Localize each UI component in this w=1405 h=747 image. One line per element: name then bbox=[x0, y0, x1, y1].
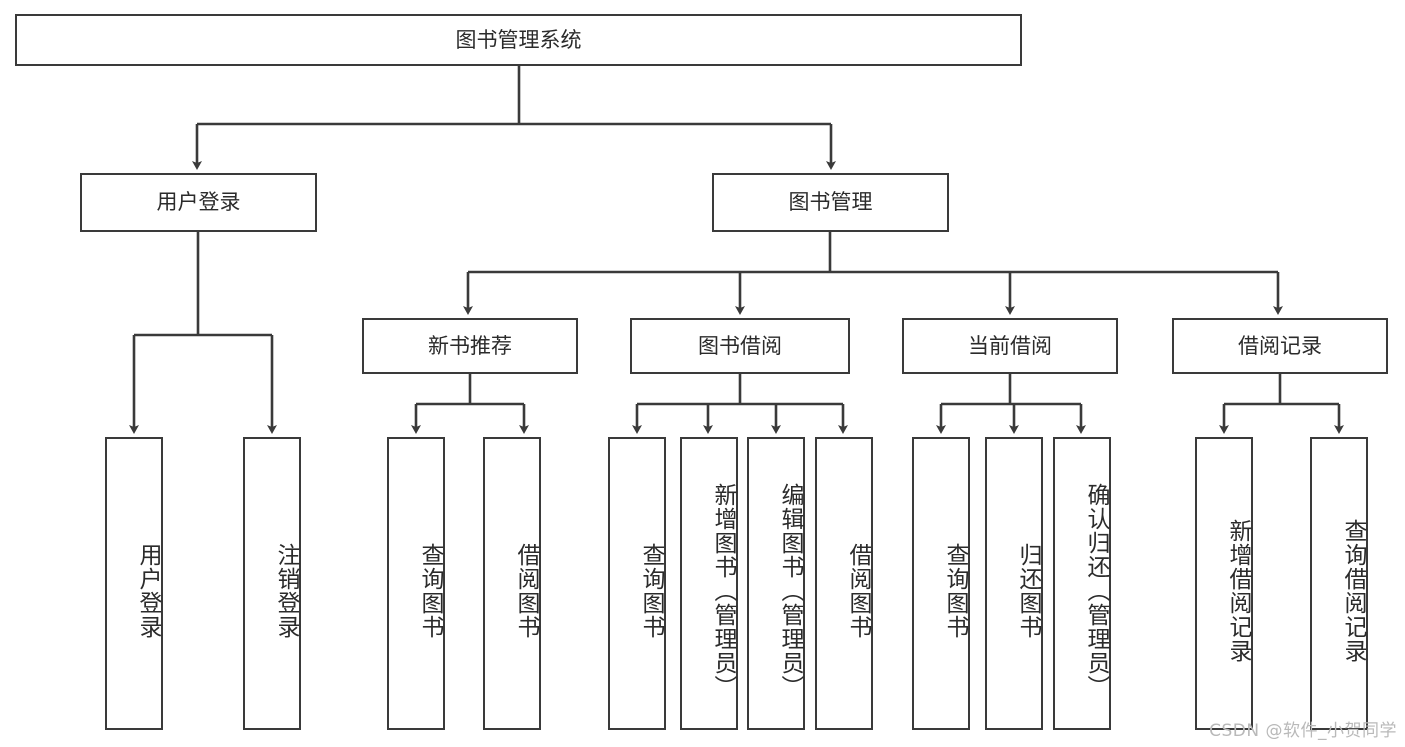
node-leaf-query-record-label: 查询借阅记录 bbox=[1340, 518, 1366, 663]
csdn-watermark: CSDN @软件_小贺同学 bbox=[1209, 721, 1397, 741]
node-book-manage-label: 图书管理 bbox=[788, 190, 873, 215]
node-leaf-query-book-3[interactable]: 查询图书 bbox=[912, 437, 970, 730]
node-book-borrow-label: 图书借阅 bbox=[698, 333, 782, 358]
node-new-book-recommend[interactable]: 新书推荐 bbox=[362, 318, 578, 374]
node-leaf-query-record[interactable]: 查询借阅记录 bbox=[1310, 437, 1368, 730]
node-book-manage[interactable]: 图书管理 bbox=[712, 173, 949, 232]
node-leaf-confirm-return-label: 确认归还（管理员） bbox=[1083, 482, 1109, 699]
node-borrow-record[interactable]: 借阅记录 bbox=[1172, 318, 1388, 374]
node-leaf-add-record-label: 新增借阅记录 bbox=[1225, 518, 1251, 663]
node-leaf-return-book[interactable]: 归还图书 bbox=[985, 437, 1043, 730]
node-leaf-add-record[interactable]: 新增借阅记录 bbox=[1195, 437, 1253, 730]
node-leaf-add-book-label: 新增图书（管理员） bbox=[710, 482, 736, 699]
node-book-borrow[interactable]: 图书借阅 bbox=[630, 318, 850, 374]
node-leaf-borrow-book-2-label: 借阅图书 bbox=[845, 542, 871, 639]
node-leaf-confirm-return[interactable]: 确认归还（管理员） bbox=[1053, 437, 1111, 730]
node-borrow-record-label: 借阅记录 bbox=[1238, 333, 1322, 358]
node-root[interactable]: 图书管理系统 bbox=[15, 14, 1022, 66]
node-new-book-recommend-label: 新书推荐 bbox=[428, 333, 512, 358]
node-leaf-user-login-label: 用户登录 bbox=[135, 542, 161, 639]
node-root-label: 图书管理系统 bbox=[455, 27, 582, 52]
node-leaf-edit-book-label: 编辑图书（管理员） bbox=[777, 482, 803, 699]
node-leaf-query-book-1[interactable]: 查询图书 bbox=[387, 437, 445, 730]
node-leaf-edit-book[interactable]: 编辑图书（管理员） bbox=[747, 437, 805, 730]
node-leaf-borrow-book-1-label: 借阅图书 bbox=[513, 542, 539, 639]
node-leaf-query-book-3-label: 查询图书 bbox=[942, 542, 968, 639]
node-leaf-query-book-2-label: 查询图书 bbox=[638, 542, 664, 639]
node-leaf-return-book-label: 归还图书 bbox=[1015, 542, 1041, 639]
node-user-login[interactable]: 用户登录 bbox=[80, 173, 317, 232]
node-leaf-add-book[interactable]: 新增图书（管理员） bbox=[680, 437, 738, 730]
node-leaf-query-book-1-label: 查询图书 bbox=[417, 542, 443, 639]
node-leaf-borrow-book-1[interactable]: 借阅图书 bbox=[483, 437, 541, 730]
node-leaf-user-logout[interactable]: 注销登录 bbox=[243, 437, 301, 730]
node-leaf-user-login[interactable]: 用户登录 bbox=[105, 437, 163, 730]
node-user-login-label: 用户登录 bbox=[156, 190, 241, 215]
node-leaf-user-logout-label: 注销登录 bbox=[273, 542, 299, 639]
node-leaf-borrow-book-2[interactable]: 借阅图书 bbox=[815, 437, 873, 730]
node-current-borrow[interactable]: 当前借阅 bbox=[902, 318, 1118, 374]
node-leaf-query-book-2[interactable]: 查询图书 bbox=[608, 437, 666, 730]
node-current-borrow-label: 当前借阅 bbox=[968, 333, 1052, 358]
